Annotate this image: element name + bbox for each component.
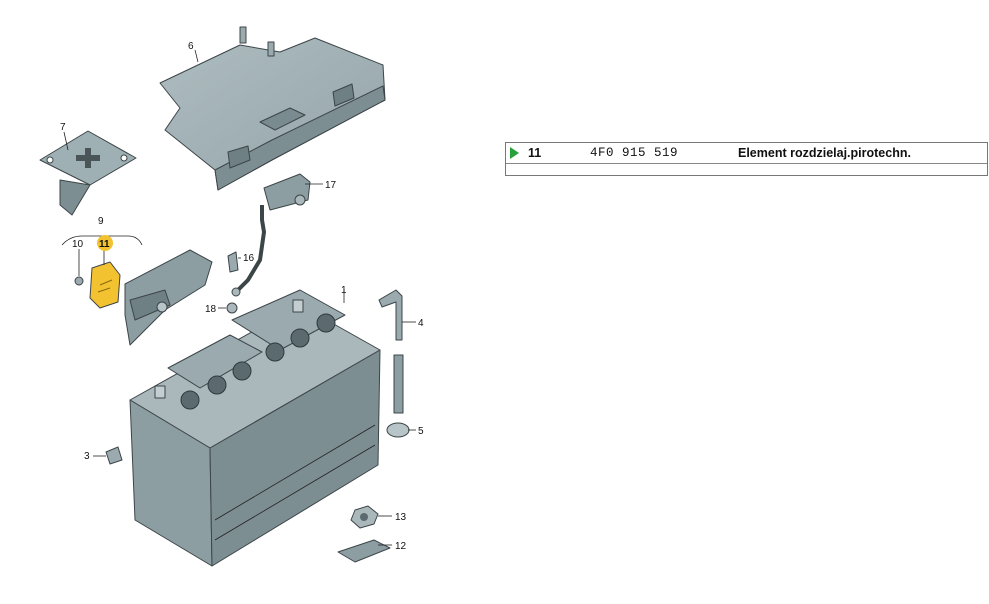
callout-7[interactable]: 7 (60, 122, 66, 133)
callout-17[interactable]: 17 (325, 180, 337, 191)
row-description: Element rozdzielaj.pirotechn. (738, 146, 911, 160)
callout-18[interactable]: 18 (205, 304, 217, 315)
ground-cable-part (231, 173, 311, 297)
callout-5[interactable]: 5 (418, 426, 424, 437)
callout-16[interactable]: 16 (243, 253, 255, 264)
battery-cover-part (159, 26, 386, 191)
screw-part (105, 446, 123, 465)
row-number: 11 (528, 146, 542, 160)
play-arrow-icon (510, 147, 519, 159)
callout-12[interactable]: 12 (395, 541, 407, 552)
fuse-holder-part (124, 249, 213, 346)
callout-4[interactable]: 4 (418, 318, 424, 329)
nut-part-10 (74, 276, 84, 286)
callout-9[interactable]: 9 (98, 216, 104, 227)
callout-1[interactable]: 1 (341, 285, 347, 296)
grommet-part (386, 422, 410, 438)
battery-exploded-diagram: 1 3 4 5 6 7 9 10 11 12 13 16 17 18 (39, 26, 424, 567)
highlight-marker (97, 235, 113, 251)
bolt-part-16 (227, 251, 239, 273)
nut-part-18 (226, 302, 238, 314)
callout-11[interactable]: 11 (99, 239, 110, 250)
hold-down-rod-part (378, 289, 404, 414)
clamp-plate-part (337, 539, 391, 563)
callout-3[interactable]: 3 (84, 451, 90, 462)
callout-6[interactable]: 6 (188, 41, 194, 52)
pyrotechnic-element-part (89, 261, 121, 309)
callout-10[interactable]: 10 (72, 239, 84, 250)
row-part-number: 4F0 915 519 (590, 146, 679, 160)
parts-table: 11 4F0 915 519 Element rozdzielaj.pirote… (505, 142, 988, 176)
nut-part-13 (350, 505, 379, 529)
callout-13[interactable]: 13 (395, 512, 407, 523)
table-row[interactable]: 11 4F0 915 519 Element rozdzielaj.pirote… (506, 143, 987, 164)
bracket-part (39, 130, 137, 216)
battery-part (129, 289, 381, 567)
